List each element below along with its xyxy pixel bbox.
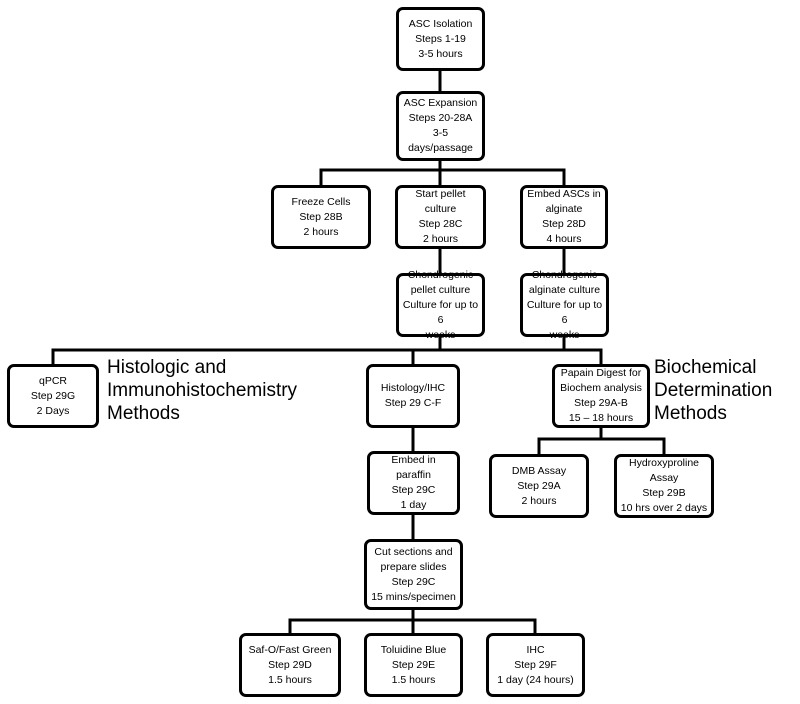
node-chondrogenic-alginate-culture: Chondrogenic alginate culture Culture fo… (520, 269, 609, 341)
node-asc-isolation: ASC Isolation Steps 1-19 3-5 hours (396, 7, 485, 71)
node-histology-ihc: Histology/IHC Step 29 C-F (366, 364, 460, 428)
node-embed-ascs-alginate: Embed ASCs in alginate Step 28D 4 hours (520, 185, 608, 249)
node-papain-digest: Papain Digest for Biochem analysis Step … (552, 364, 650, 428)
node-safo-fast-green: Saf-O/Fast Green Step 29D 1.5 hours (239, 633, 341, 697)
node-cut-sections: Cut sections and prepare slides Step 29C… (364, 539, 463, 610)
histologic-methods-label: Histologic and Immunohistochemistry Meth… (107, 357, 298, 424)
node-start-pellet-culture: Start pellet culture Step 28C 2 hours (395, 185, 486, 249)
node-hydroxyproline-assay: Hydroxyproline Assay Step 29B 10 hrs ove… (614, 454, 714, 518)
node-asc-expansion: ASC Expansion Steps 20-28A 3-5 days/pass… (396, 91, 485, 161)
node-ihc: IHC Step 29F 1 day (24 hours) (486, 633, 585, 697)
node-qpcr: qPCR Step 29G 2 Days (7, 364, 99, 428)
node-freeze-cells: Freeze Cells Step 28B 2 hours (271, 185, 371, 249)
node-dmb-assay: DMB Assay Step 29A 2 hours (489, 454, 589, 518)
node-toluidine-blue: Toluidine Blue Step 29E 1.5 hours (364, 633, 463, 697)
node-embed-paraffin: Embed in paraffin Step 29C 1 day (367, 451, 460, 515)
biochemical-methods-label: Biochemical Determination Methods (654, 357, 773, 424)
node-chondrogenic-pellet-culture: Chondrogenic pellet culture Culture for … (396, 269, 485, 341)
